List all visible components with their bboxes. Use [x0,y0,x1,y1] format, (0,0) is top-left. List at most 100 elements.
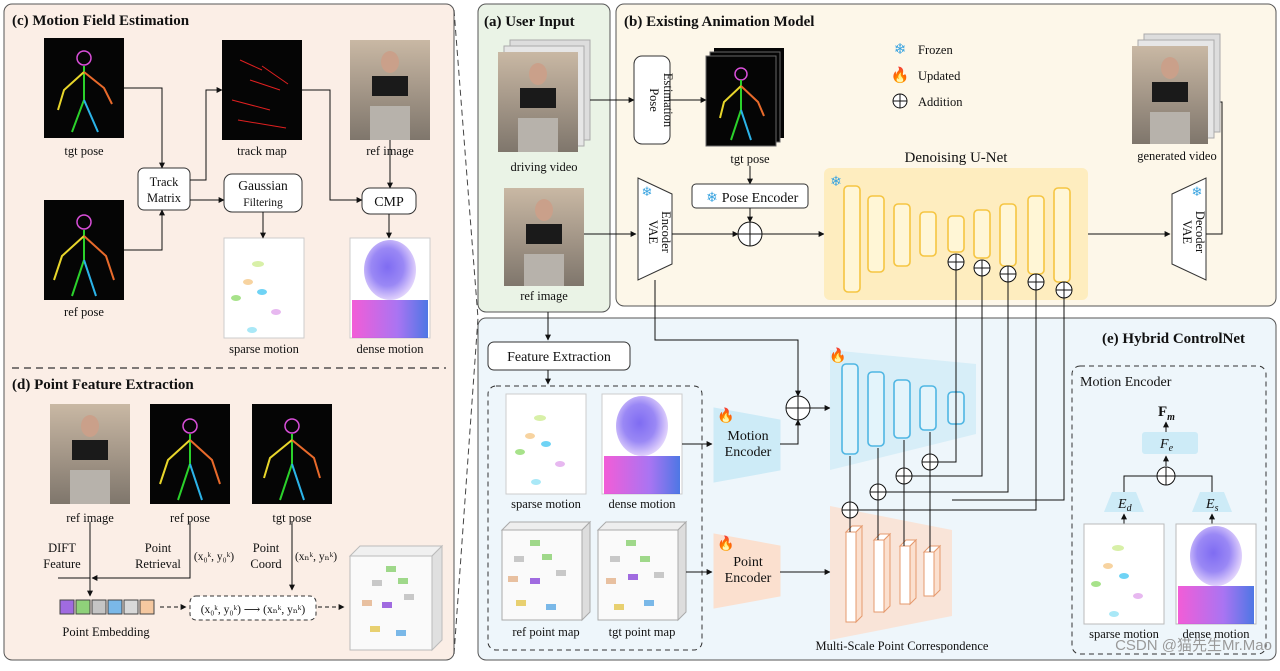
addition-icon [869,483,887,501]
arrow-map-to-cmp [302,89,363,203]
dift-line2: Feature [43,557,81,571]
pose-estimation-line1: Pose [647,88,661,112]
point-retrieval-line2: Retrieval [135,557,181,571]
motion-encoder-line1: Motion [727,429,768,444]
vae-decoder-line1: VAE [1180,220,1194,244]
skip-connection [886,282,1009,493]
title-existing-model: (b) Existing Animation Model [624,14,814,30]
generated-video-frames [1132,33,1221,144]
coord-map-box [189,595,317,621]
point-encoder-line1: Point [733,555,763,570]
zoom-line-top [453,9,479,319]
pose-encoder-label: Pose Encoder [722,191,799,206]
vae-decoder-line2: Decoder [1193,211,1207,254]
ref-image-c [350,40,430,140]
label-tgt-point-map: tgt point map [609,625,676,639]
addition-icon [895,467,913,485]
tgt-point-map [596,520,688,622]
arrow-ed-to-add [1123,475,1157,492]
label-ref-point-map: ref point map [512,625,579,639]
flame-icon: 🔥 [891,66,910,84]
addition-icon [737,221,763,247]
title-user-input: (a) User Input [484,14,575,30]
track-matrix-line2: Matrix [147,191,182,205]
coord-tgt-label: (xₙᵏ, yₙᵏ) [295,551,337,563]
label-ref-pose-d: ref pose [170,511,210,525]
unet-block [919,211,937,257]
unet-block [973,209,991,259]
unet-block [843,185,861,293]
msc-block [844,524,864,624]
skip-connection [952,298,1065,501]
point-encoder-line2: Encoder [725,571,772,586]
dift-line1: DIFT [48,541,76,555]
vae-encoder-line2: Encoder [659,211,673,253]
point-encoder-shape [713,533,781,609]
label-ref-image-d: ref image [66,511,114,525]
ref-pose-image-c [44,200,124,300]
label-denoising-unet: Denoising U-Net [905,150,1009,166]
msc-block [898,538,918,606]
dense-motion-image-c [349,237,431,339]
tgt-pose-stack-b [705,48,784,147]
addition-icon [999,265,1017,283]
arrow-track-to-map [190,87,223,181]
point-embedding-blocks [59,599,155,615]
motion-encoder-detail [1071,365,1267,655]
legend-frozen: Frozen [918,43,953,57]
vae-decoder-shape [1171,177,1207,281]
msc-block [872,532,892,614]
label-track-map: track map [237,144,287,158]
unet-block [1027,195,1045,275]
zoom-line-bottom [453,317,479,655]
fm-symbol: Fm [1158,404,1175,423]
arrow-retrieval-left [91,522,191,581]
tgt-pose-image-d [252,404,332,504]
snowflake-icon: ❄ [706,191,718,206]
label-tgt-pose-b: tgt pose [730,152,770,166]
dense-motion-image-e [601,393,683,495]
coord-map-label: (x₀ᵏ, y₀ᵏ) ⟶ (xₙᵏ, yₙᵏ) [201,604,306,616]
sparse-motion-image-c [223,237,305,339]
unet-block [947,215,965,253]
snowflake-icon: ❄ [1192,184,1203,199]
track-map-image [222,40,302,140]
addition-icon [921,453,939,471]
addition-icon [1156,466,1176,486]
label-generated-video: generated video [1137,149,1216,163]
label-ref-image-a: ref image [520,289,568,303]
label-ref-pose-c: ref pose [64,305,104,319]
motion-encoder-title: Motion Encoder [1080,375,1172,390]
point-coord-line1: Point [253,541,280,555]
flame-icon: 🔥 [829,347,846,364]
tgt-pose-image-c [44,38,124,138]
snowflake-icon: ❄ [830,175,842,190]
point-coord-line2: Coord [250,557,282,571]
msc-block [922,544,942,598]
label-tgt-pose-c: tgt pose [64,144,104,158]
vae-encoder-line1: VAE [646,220,660,244]
addition-icon [973,259,991,277]
title-motion-field: (c) Motion Field Estimation [12,13,190,29]
addition-legend-icon [892,93,908,109]
vae-encoder-shape [637,177,673,281]
motion-encoder-shape [713,407,781,483]
label-sparse-motion-e: sparse motion [511,497,582,511]
gaussian-line1: Gaussian [238,178,288,193]
legend-updated: Updated [918,69,961,83]
label-dense-motion-e: dense motion [608,497,676,511]
skip-connections [849,270,1065,552]
label-point-embedding: Point Embedding [62,625,150,639]
track-matrix-line1: Track [150,175,179,189]
snowflake-icon: ❄ [642,184,653,199]
addition-icon [1055,281,1073,299]
arrow-es-to-add [1175,475,1213,492]
dense-motion-image-me [1175,523,1257,625]
label-sparse-motion-me: sparse motion [1089,627,1160,641]
label-tgt-pose-d: tgt pose [272,511,312,525]
ref-pose-image-d [150,404,230,504]
label-multi-scale: Multi-Scale Point Correspondence [816,639,989,653]
sparse-motion-image-e [505,393,587,495]
